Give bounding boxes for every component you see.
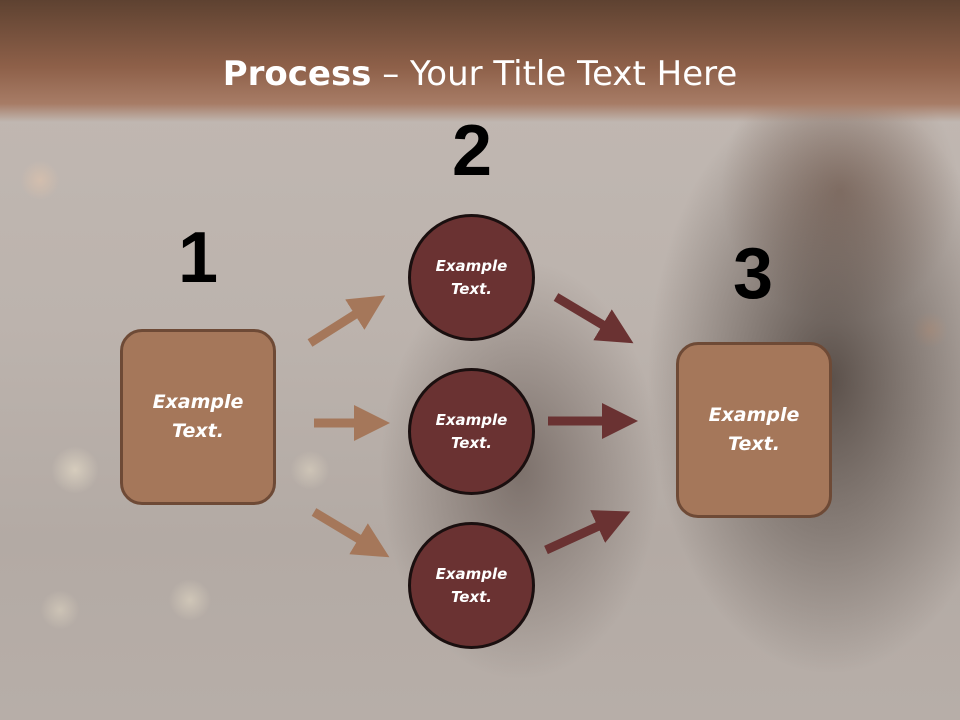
- step-3-line-1: Example: [708, 404, 800, 426]
- step-number-3: 3: [732, 234, 774, 314]
- step-2-circle-2[interactable]: Example Text.: [408, 368, 535, 495]
- title-bold: Process: [222, 54, 372, 94]
- circle-1-line-1: Example: [435, 256, 508, 275]
- step-3-line-2: Text.: [728, 433, 780, 455]
- slide-title[interactable]: Process – Your Title Text Here: [0, 52, 960, 96]
- arrow-to-circle-1: [307, 295, 386, 347]
- step-2-circle-1[interactable]: Example Text.: [408, 214, 535, 341]
- circle-2-line-2: Text.: [450, 433, 492, 452]
- circle-2-line-1: Example: [435, 410, 508, 429]
- step-1-line-1: Example: [152, 391, 244, 413]
- step-1-box[interactable]: Example Text.: [120, 329, 276, 505]
- arrow-from-circle-1: [553, 293, 634, 344]
- circle-1-line-2: Text.: [450, 279, 492, 298]
- arrow-to-circle-3: [311, 508, 390, 558]
- circle-3-line-1: Example: [435, 564, 508, 583]
- title-rest: – Your Title Text Here: [371, 54, 738, 94]
- step-number-2: 2: [451, 111, 493, 191]
- title-bar: [0, 0, 960, 122]
- arrow-from-circle-3: [544, 510, 631, 555]
- step-number-1: 1: [177, 218, 219, 298]
- step-3-box[interactable]: Example Text.: [676, 342, 832, 518]
- circle-3-line-2: Text.: [450, 587, 492, 606]
- step-1-line-2: Text.: [172, 420, 224, 442]
- step-2-circle-3[interactable]: Example Text.: [408, 522, 535, 649]
